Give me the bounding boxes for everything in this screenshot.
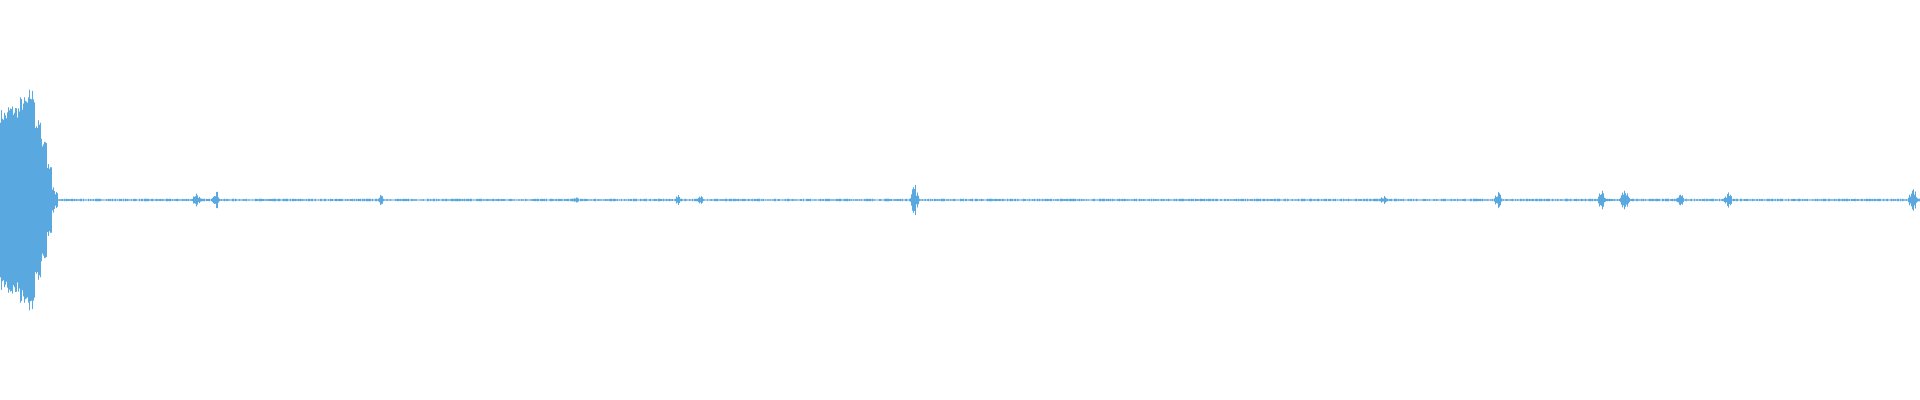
waveform-peaks [0,89,1920,311]
waveform-peak-path [0,89,1920,311]
